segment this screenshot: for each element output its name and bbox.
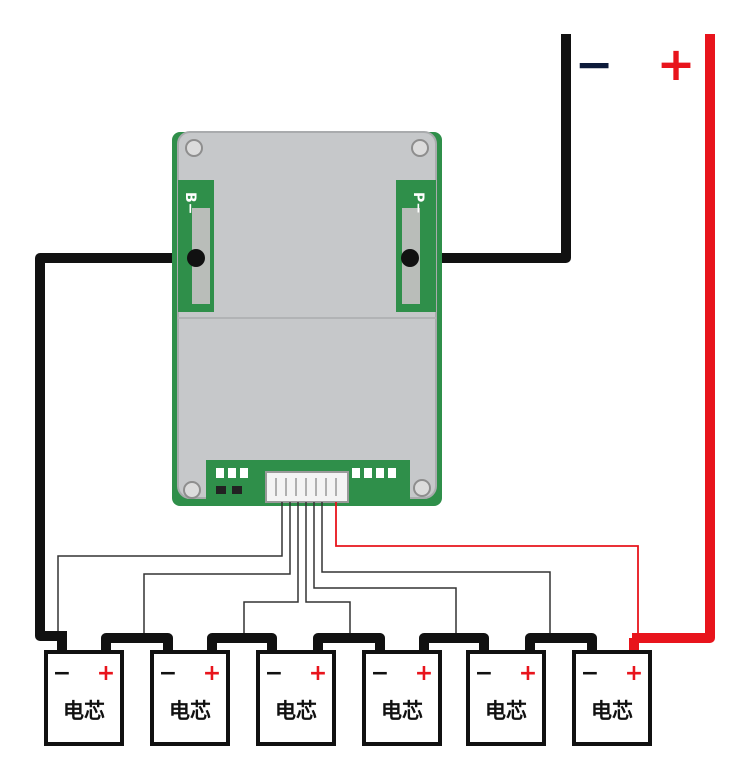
screw-icon: [413, 479, 431, 497]
output-negative-wire: [410, 34, 571, 263]
output-negative-sign: −: [575, 37, 614, 91]
screw-icon: [183, 481, 201, 499]
cell-body: [44, 650, 124, 746]
cell-negative-sign: −: [475, 661, 493, 686]
cell-label: 电芯: [275, 699, 317, 723]
connector-pins: [275, 478, 337, 496]
cell-label: 电芯: [63, 699, 105, 723]
cell-positive-sign: +: [415, 661, 433, 686]
cell-negative-sign: −: [371, 661, 389, 686]
cell-negative-sign: −: [581, 661, 599, 686]
bms-board: B− P−: [172, 131, 442, 506]
cell-positive-sign: +: [625, 661, 643, 686]
cell-positive-sign: +: [203, 661, 221, 686]
battery-cell: − + 电芯: [572, 650, 652, 746]
cell-body: [150, 650, 230, 746]
cell-positive-sign: +: [519, 661, 537, 686]
cell-label: 电芯: [591, 699, 633, 723]
cell-positive-sign: +: [97, 661, 115, 686]
cell-negative-sign: −: [159, 661, 177, 686]
balance-sense-wires: [57, 502, 551, 636]
battery-cell: − + 电芯: [362, 650, 442, 746]
cell-body: [362, 650, 442, 746]
cell-negative-sign: −: [53, 661, 71, 686]
cell-body: [256, 650, 336, 746]
screw-icon: [411, 139, 429, 157]
cell1-negative-stub: [40, 631, 67, 650]
output-positive-wire: [632, 34, 715, 643]
battery-cell: − + 电芯: [44, 650, 124, 746]
cell-label: 电芯: [169, 699, 211, 723]
pcb-components: [216, 468, 396, 494]
b-terminal-stud: [187, 249, 205, 267]
output-positive-sign: +: [657, 37, 696, 91]
cell-body: [466, 650, 546, 746]
battery-cell: − + 电芯: [256, 650, 336, 746]
p-terminal-label: P−: [410, 192, 426, 214]
balance-sense-positive-wire: [335, 502, 639, 636]
cell-body: [572, 650, 652, 746]
cell-negative-sign: −: [265, 661, 283, 686]
p-terminal-stud: [401, 249, 419, 267]
cells: − + 电芯 − + 电芯 − + 电芯 − + 电芯 − + 电芯 − + 电芯: [44, 650, 652, 746]
cell-label: 电芯: [381, 699, 423, 723]
cell-positive-sign: +: [309, 661, 327, 686]
screw-icon: [185, 139, 203, 157]
b-terminal-label: B−: [182, 192, 198, 214]
series-links: [101, 633, 597, 650]
cell-label: 电芯: [485, 699, 527, 723]
battery-cell: − + 电芯: [466, 650, 546, 746]
battery-cell: − + 电芯: [150, 650, 230, 746]
